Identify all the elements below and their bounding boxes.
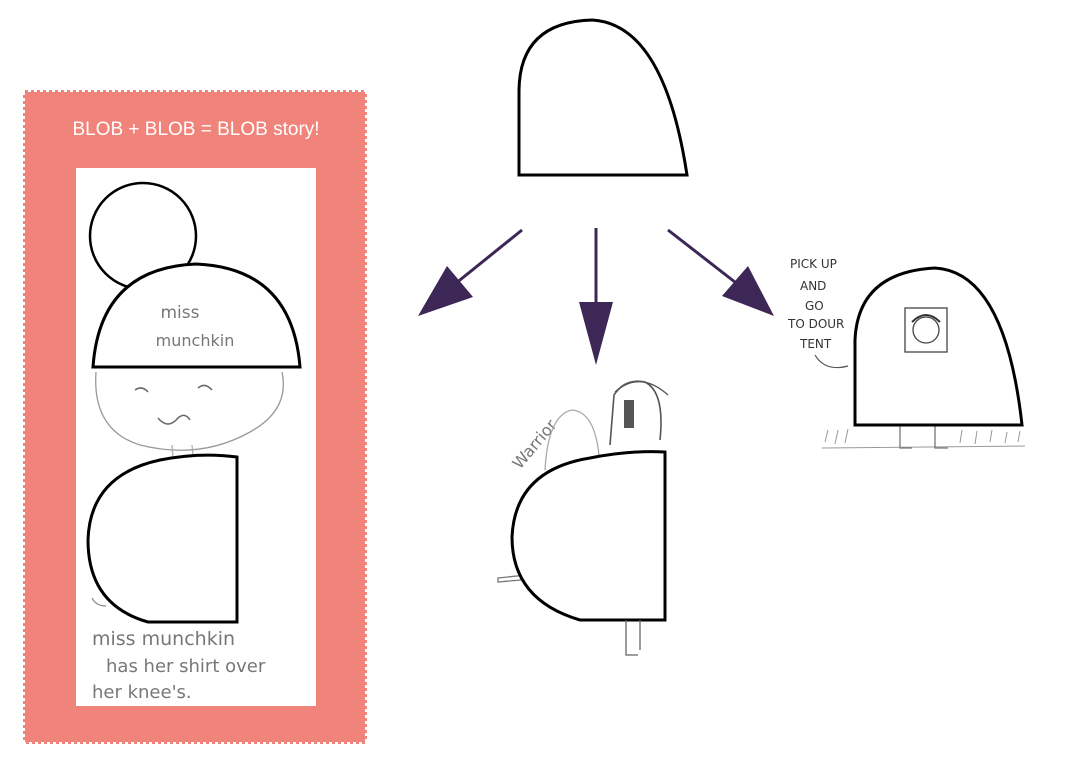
blob-story-panel: BLOB + BLOB = BLOB story! miss munchkin … [23, 90, 367, 744]
tent-label-line1: PICK UP [790, 257, 837, 271]
warrior-label: Warrior [509, 415, 561, 472]
branch-arrows [418, 228, 774, 365]
sketched-eye-right [197, 384, 213, 391]
tent-label-pointer [814, 354, 849, 369]
arrow-middle [579, 228, 613, 365]
helmet-sketch [609, 380, 662, 446]
arrow-left [418, 228, 523, 316]
sketched-mouth [157, 414, 191, 425]
body-blob [86, 453, 239, 624]
warrior-body-blob [510, 450, 667, 622]
tent-label-line5: TENT [799, 337, 832, 351]
panel-title: BLOB + BLOB = BLOB story! [72, 119, 319, 140]
dome-blob-label-line2: munchkin [156, 331, 235, 350]
tent-blob [853, 266, 1024, 427]
sketched-eye-left [134, 387, 149, 393]
dome-blob-label-line1: miss [161, 303, 200, 323]
caption-line-3: her knee's. [92, 682, 192, 703]
tent-label-line2: AND [800, 279, 826, 293]
helmet-visor [624, 400, 634, 428]
tent-label-line4: TO DOUR [787, 317, 844, 331]
child-hair [911, 314, 941, 323]
sketched-face [95, 371, 284, 451]
helmet-crest [614, 381, 669, 396]
tent-legs [899, 425, 948, 449]
tent-drawing: PICK UP AND GO TO DOUR TENT [787, 257, 1026, 449]
child-face [912, 316, 940, 344]
dome-blob [91, 262, 302, 369]
arrow-right [667, 228, 774, 316]
warrior-drawing: Warrior [497, 380, 669, 656]
caption-line-1: miss munchkin [92, 628, 235, 650]
tent-window [904, 307, 948, 353]
shield-sketch [544, 409, 601, 471]
tent-label-line3: GO [805, 299, 824, 313]
parent-blob [517, 18, 689, 177]
sketched-foot [91, 597, 107, 607]
caption-line-2: has her shirt over [106, 656, 266, 677]
warrior-legs [625, 620, 641, 656]
grass-sketch [821, 428, 1026, 449]
